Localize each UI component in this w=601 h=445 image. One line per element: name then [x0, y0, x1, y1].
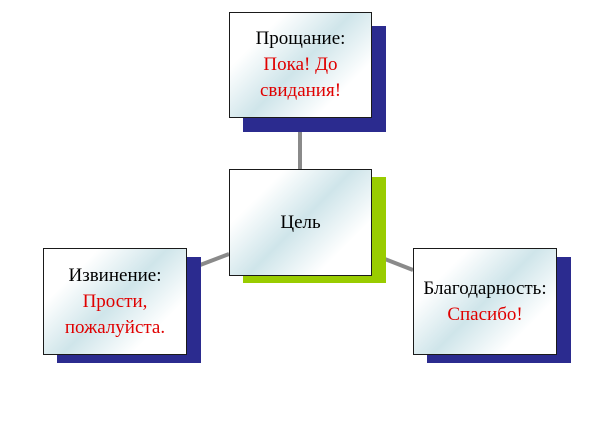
node-gratitude-box: Благодарность: Спасибо!	[413, 248, 557, 355]
node-farewell-box: Прощание: Пока! До свидания!	[229, 12, 372, 118]
node-apology-box: Извинение: Прости, пожалуйста.	[43, 248, 187, 355]
node-goal: Цель	[229, 169, 386, 283]
node-apology-detail-line1: Прости,	[82, 290, 148, 312]
node-gratitude-title: Благодарность:	[423, 277, 547, 299]
node-goal-box: Цель	[229, 169, 372, 276]
node-farewell: Прощание: Пока! До свидания!	[229, 12, 386, 132]
node-apology-detail-line2: пожалуйста.	[64, 316, 166, 338]
node-gratitude: Благодарность: Спасибо!	[413, 248, 571, 363]
node-farewell-title: Прощание:	[255, 28, 346, 49]
node-apology: Извинение: Прости, пожалуйста.	[43, 248, 201, 363]
node-gratitude-detail-line1: Спасибо!	[447, 303, 523, 325]
node-goal-title: Цель	[280, 211, 321, 233]
node-farewell-detail-line2: свидания!	[259, 80, 342, 101]
node-apology-title: Извинение:	[68, 264, 162, 286]
node-farewell-detail-line1: Пока! До	[263, 54, 338, 75]
